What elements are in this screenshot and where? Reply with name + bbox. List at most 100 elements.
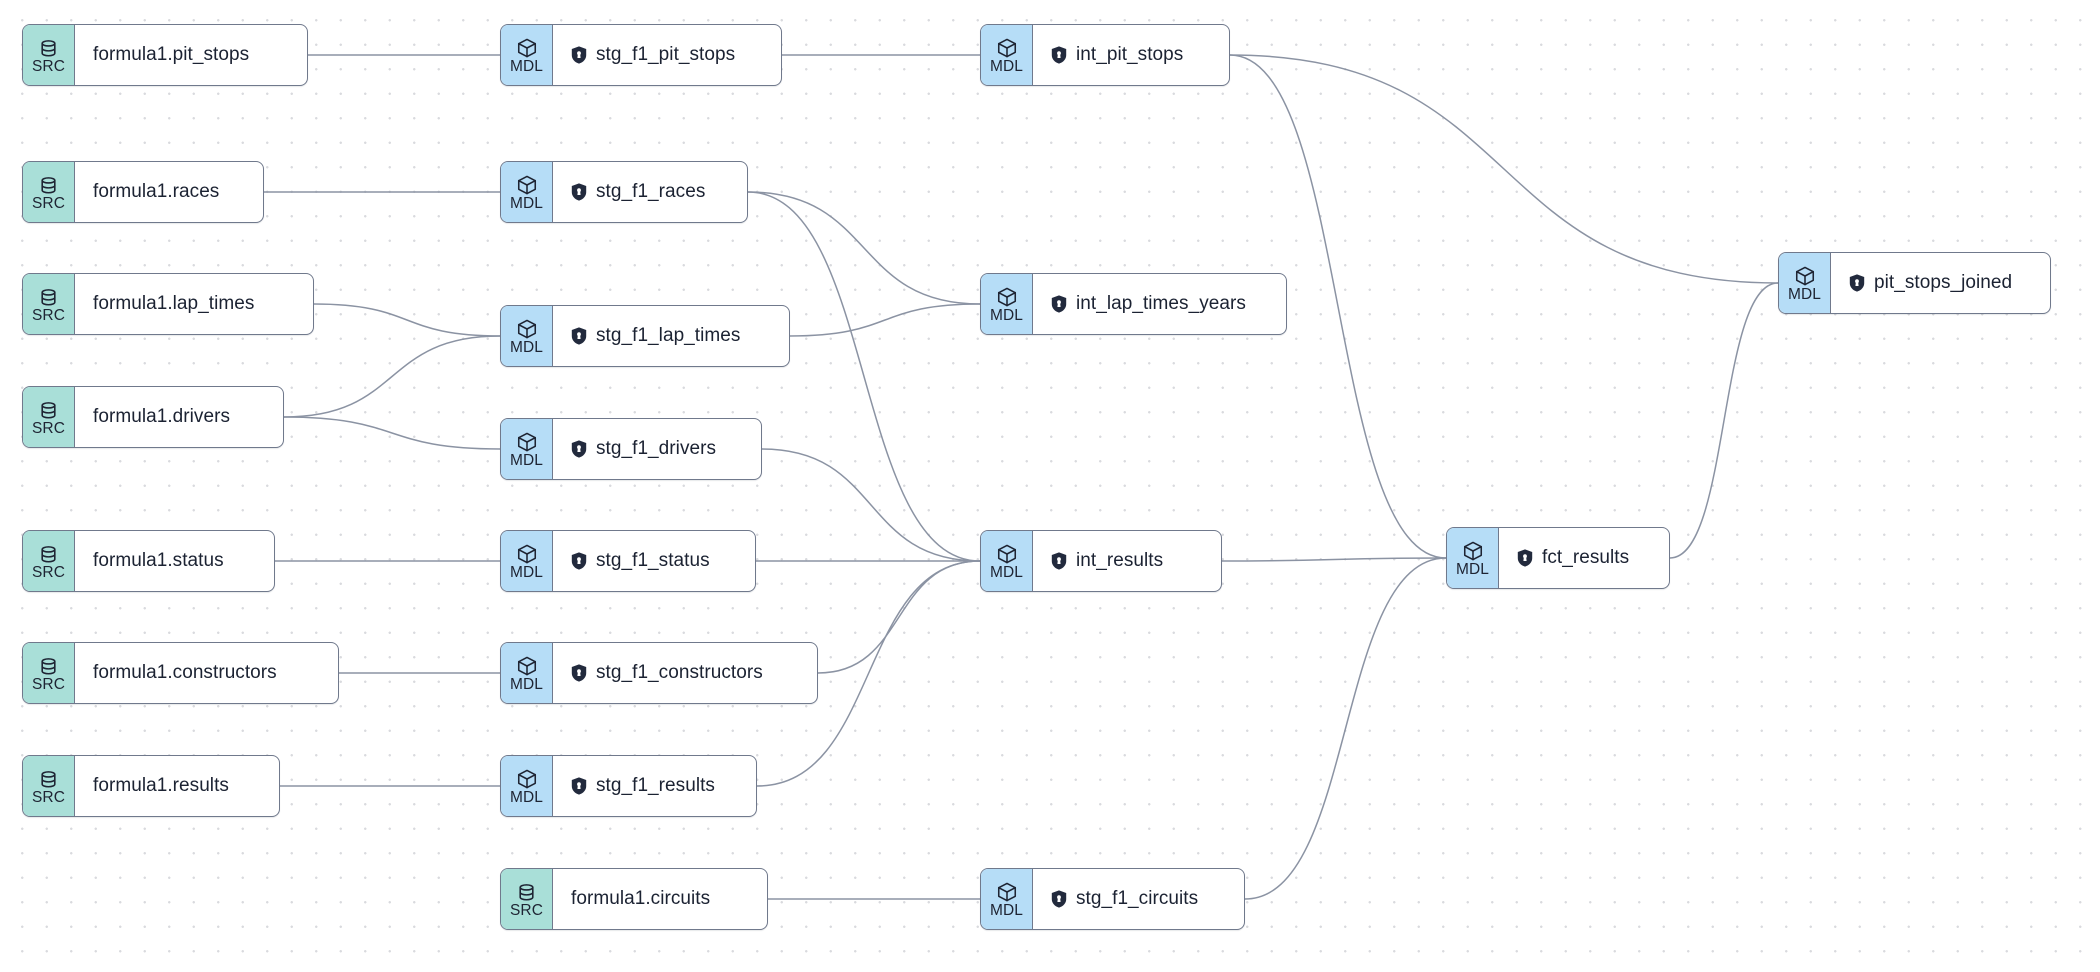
node-body: formula1.pit_stops: [75, 25, 307, 85]
database-icon: [38, 287, 59, 308]
node-label: formula1.drivers: [93, 405, 231, 427]
graph-node-src_lap_times[interactable]: SRC formula1.lap_times: [22, 273, 314, 335]
node-label: formula1.races: [93, 180, 220, 202]
node-label: stg_f1_constructors: [596, 661, 763, 683]
node-label: int_results: [1076, 549, 1164, 571]
graph-node-src_circuits[interactable]: SRC formula1.circuits: [500, 868, 768, 930]
database-icon: [38, 656, 59, 677]
cube-icon: [516, 174, 538, 196]
node-body: stg_f1_drivers: [553, 419, 761, 479]
graph-edge-src_drivers-to-stg_drivers: [283, 416, 501, 450]
source-badge: SRC: [23, 387, 75, 447]
source-badge: SRC: [23, 274, 75, 334]
model-badge: MDL: [501, 419, 553, 479]
node-kind-label: SRC: [31, 194, 66, 212]
graph-edge-stg_races-to-int_results: [747, 191, 981, 562]
node-kind-label: MDL: [509, 452, 544, 469]
shield-icon: [571, 440, 587, 458]
shield-icon: [571, 46, 587, 64]
node-label: pit_stops_joined: [1874, 271, 2013, 293]
cube-icon: [1794, 265, 1816, 287]
cube-icon: [996, 286, 1018, 308]
graph-node-int_lap_times_years[interactable]: MDL int_lap_times_years: [980, 273, 1287, 335]
node-body: stg_f1_lap_times: [553, 306, 789, 366]
source-badge: SRC: [501, 869, 553, 929]
graph-node-fct_results[interactable]: MDL fct_results: [1446, 527, 1670, 589]
shield-icon: [571, 664, 587, 682]
node-label: formula1.status: [93, 549, 224, 571]
node-kind-label: MDL: [989, 902, 1024, 919]
node-kind-label: SRC: [31, 306, 66, 324]
node-body: int_lap_times_years: [1033, 274, 1286, 334]
shield-icon: [571, 777, 587, 795]
shield-icon: [1849, 274, 1865, 292]
cube-icon: [516, 543, 538, 565]
node-kind-label: SRC: [31, 57, 66, 75]
node-label: formula1.constructors: [93, 661, 277, 683]
graph-node-src_pit_stops[interactable]: SRC formula1.pit_stops: [22, 24, 308, 86]
node-label: formula1.lap_times: [93, 292, 255, 314]
graph-edge-src_lap_times-to-stg_lap_times: [313, 303, 501, 337]
model-badge: MDL: [981, 869, 1033, 929]
database-icon: [38, 400, 59, 421]
node-body: int_results: [1033, 531, 1221, 591]
graph-node-stg_results[interactable]: MDL stg_f1_results: [500, 755, 757, 817]
node-kind-label: MDL: [509, 195, 544, 212]
node-body: formula1.races: [75, 162, 263, 222]
node-label: fct_results: [1542, 546, 1630, 568]
node-kind-label: MDL: [509, 789, 544, 806]
node-label: stg_f1_status: [596, 549, 710, 571]
node-label: int_lap_times_years: [1076, 292, 1246, 314]
cube-icon: [996, 543, 1018, 565]
graph-node-stg_drivers[interactable]: MDL stg_f1_drivers: [500, 418, 762, 480]
node-kind-label: MDL: [1455, 561, 1490, 578]
cube-icon: [996, 37, 1018, 59]
node-body: stg_f1_constructors: [553, 643, 817, 703]
node-label: formula1.circuits: [571, 887, 711, 909]
node-body: fct_results: [1499, 528, 1669, 588]
graph-edge-src_drivers-to-stg_lap_times: [283, 335, 501, 418]
graph-edge-stg_races-to-int_lap_times_years: [747, 191, 981, 305]
model-badge: MDL: [501, 756, 553, 816]
shield-icon: [1051, 890, 1067, 908]
cube-icon: [516, 318, 538, 340]
node-body: formula1.circuits: [553, 869, 767, 929]
model-badge: MDL: [1779, 253, 1831, 313]
shield-icon: [1051, 46, 1067, 64]
model-badge: MDL: [981, 25, 1033, 85]
shield-icon: [1051, 552, 1067, 570]
graph-node-pit_stops_joined[interactable]: MDL pit_stops_joined: [1778, 252, 2051, 314]
node-label: formula1.pit_stops: [93, 43, 250, 65]
graph-node-src_races[interactable]: SRC formula1.races: [22, 161, 264, 223]
graph-edge-stg_drivers-to-int_results: [761, 448, 981, 562]
node-body: stg_f1_pit_stops: [553, 25, 781, 85]
node-kind-label: SRC: [509, 901, 544, 919]
shield-icon: [571, 183, 587, 201]
cube-icon: [516, 768, 538, 790]
node-kind-label: MDL: [989, 58, 1024, 75]
node-body: stg_f1_results: [553, 756, 756, 816]
node-kind-label: SRC: [31, 788, 66, 806]
graph-node-src_drivers[interactable]: SRC formula1.drivers: [22, 386, 284, 448]
shield-icon: [571, 327, 587, 345]
database-icon: [38, 544, 59, 565]
node-kind-label: MDL: [989, 307, 1024, 324]
node-label: stg_f1_pit_stops: [596, 43, 736, 65]
shield-icon: [571, 552, 587, 570]
graph-edge-int_results-to-fct_results: [1221, 557, 1447, 562]
source-badge: SRC: [23, 25, 75, 85]
node-label: stg_f1_results: [596, 774, 715, 796]
